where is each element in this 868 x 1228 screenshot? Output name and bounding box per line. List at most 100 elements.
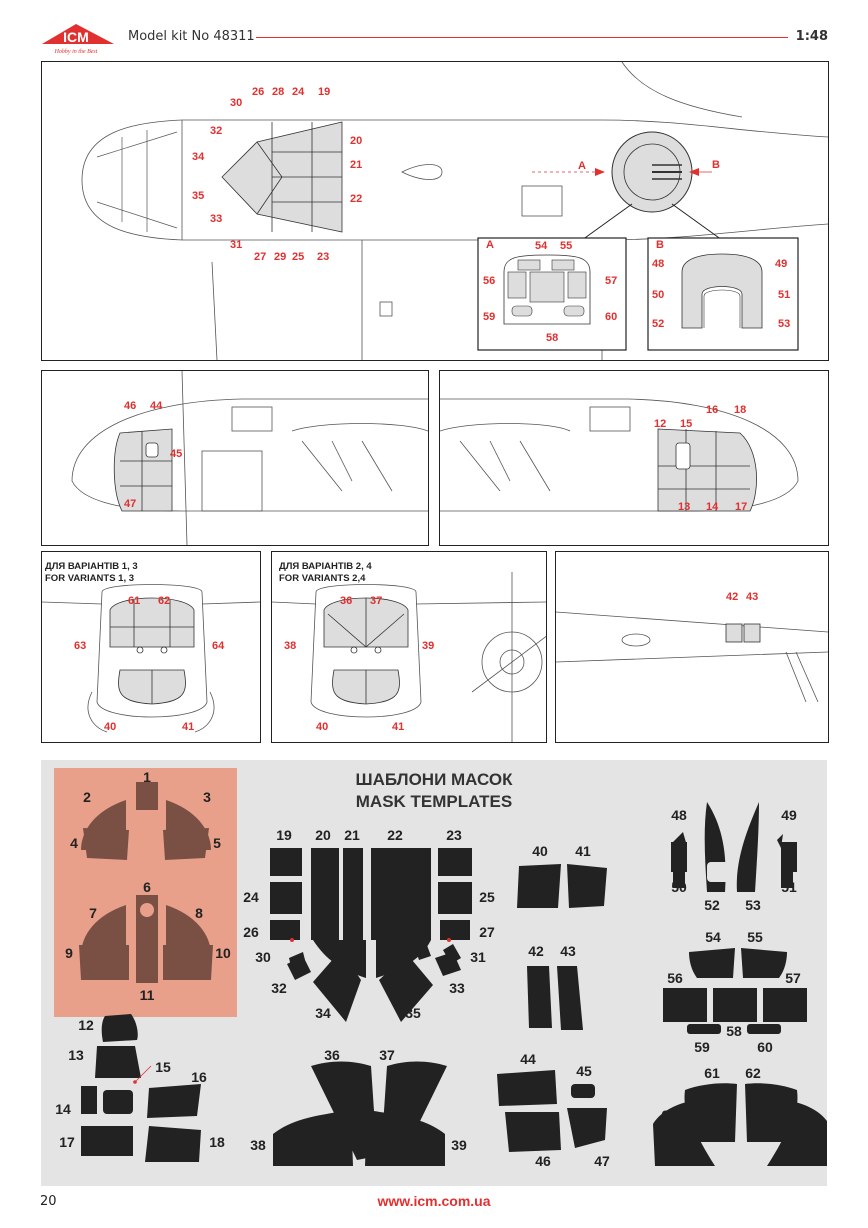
label-45: 45 [170, 448, 182, 460]
num-11: 11 [140, 987, 155, 1003]
label-50: 50 [652, 289, 664, 301]
num-36: 36 [324, 1047, 340, 1063]
label-40-v24: 40 [316, 721, 328, 733]
label-55: 55 [560, 240, 572, 252]
callout-19: 19 [318, 86, 330, 98]
label-39: 39 [422, 640, 434, 652]
mask-templates-section: ШАБЛОНИ МАСОК MASK TEMPLATES 1 2 3 4 5 6… [41, 760, 827, 1186]
caption-v13-ua: ДЛЯ ВАРІАНТІВ 1, 3 [45, 561, 138, 572]
num-23: 23 [446, 827, 462, 843]
label-41-v13: 41 [182, 721, 194, 733]
top-view-panel: A B 19 20 21 22 23 24 25 26 27 28 29 30 … [41, 61, 829, 361]
label-44: 44 [150, 400, 163, 412]
label-54: 54 [535, 240, 548, 252]
label-37: 37 [370, 595, 382, 607]
num-61: 61 [704, 1065, 720, 1081]
inset-b-title: B [656, 239, 664, 251]
label-59: 59 [483, 311, 495, 323]
callout-28: 28 [272, 86, 284, 98]
label-13: 13 [678, 501, 690, 513]
num-7: 7 [89, 905, 97, 921]
label-15: 15 [680, 418, 692, 430]
masks-36-39-numbers: 36 37 38 39 [250, 1047, 467, 1153]
masks-48-53-numbers: 48 49 50 51 52 53 [671, 807, 797, 913]
label-52: 52 [652, 318, 664, 330]
num-20: 20 [315, 827, 331, 843]
num-46: 46 [535, 1153, 551, 1169]
num-14: 14 [55, 1101, 71, 1117]
footer-url-link[interactable]: www.icm.com.ua [377, 1193, 491, 1209]
num-16: 16 [191, 1069, 207, 1085]
num-32: 32 [271, 980, 287, 996]
main-mask-numbers: 19 20 21 22 23 24 25 26 27 28 29 30 31 3… [243, 827, 495, 1021]
callout-34: 34 [192, 151, 205, 163]
num-62: 62 [745, 1065, 761, 1081]
num-10: 10 [215, 945, 231, 961]
num-60: 60 [757, 1039, 773, 1055]
mask-title-ua: ШАБЛОНИ МАСОК [355, 770, 513, 789]
num-45: 45 [576, 1063, 592, 1079]
callout-32: 32 [210, 125, 222, 137]
num-34: 34 [315, 1005, 331, 1021]
num-18: 18 [209, 1134, 225, 1150]
num-9: 9 [65, 945, 73, 961]
label-51: 51 [778, 289, 790, 301]
kit-number: Model kit No 48311 [128, 29, 255, 44]
label-18: 18 [734, 404, 746, 416]
label-40-v13: 40 [104, 721, 116, 733]
label-56: 56 [483, 275, 495, 287]
callout-31: 31 [230, 239, 242, 251]
num-47: 47 [594, 1153, 610, 1169]
num-22: 22 [387, 827, 403, 843]
num-31: 31 [470, 949, 486, 965]
callout-23: 23 [317, 251, 329, 263]
inset-a: A 54 55 56 57 58 59 60 [477, 237, 627, 351]
header-divider [256, 37, 788, 38]
num-55: 55 [747, 929, 763, 945]
page-header: ICM Hobby in the Best Model kit No 48311… [0, 0, 868, 60]
front-v24-panel: ДЛЯ ВАРІАНТІВ 2, 4 FOR VARIANTS 2,4 36 3… [271, 551, 547, 743]
arrow-b-label: B [712, 159, 720, 171]
masks-44-47-numbers: 44 45 46 47 [520, 1051, 610, 1169]
label-38: 38 [284, 640, 296, 652]
icm-logo: ICM Hobby in the Best [42, 24, 114, 55]
label-60: 60 [605, 311, 617, 323]
num-1: 1 [143, 769, 151, 785]
label-41-v24: 41 [392, 721, 404, 733]
num-37: 37 [379, 1047, 395, 1063]
arrow-a-label: A [578, 160, 586, 172]
caption-v24-ua: ДЛЯ ВАРІАНТІВ 2, 4 [279, 561, 372, 572]
num-42: 42 [528, 943, 544, 959]
caption-v13-en: FOR VARIANTS 1, 3 [45, 573, 135, 584]
num-57: 57 [785, 970, 801, 986]
num-53: 53 [745, 897, 761, 913]
num-49: 49 [781, 807, 797, 823]
side-rear-panel: 42 43 [555, 551, 829, 743]
num-33: 33 [449, 980, 465, 996]
label-36: 36 [340, 595, 352, 607]
label-53: 53 [778, 318, 790, 330]
label-62: 62 [158, 595, 170, 607]
num-25: 25 [479, 889, 495, 905]
num-63: 63 [661, 1107, 677, 1123]
label-43: 43 [746, 591, 758, 603]
callout-25: 25 [292, 251, 304, 263]
label-47: 47 [124, 498, 136, 510]
svg-text:ICM: ICM [63, 29, 89, 45]
callout-33: 33 [210, 213, 222, 225]
label-17: 17 [735, 501, 747, 513]
label-61: 61 [128, 595, 140, 607]
num-43: 43 [560, 943, 576, 959]
num-64: 64 [790, 1107, 806, 1123]
callout-29: 29 [274, 251, 286, 263]
num-44: 44 [520, 1051, 536, 1067]
num-29: 29 [373, 924, 389, 940]
num-13: 13 [68, 1047, 84, 1063]
num-12: 12 [78, 1017, 94, 1033]
num-5: 5 [213, 835, 221, 851]
num-54: 54 [705, 929, 721, 945]
num-39: 39 [451, 1137, 467, 1153]
num-15: 15 [155, 1059, 171, 1075]
num-27: 27 [479, 924, 495, 940]
num-8: 8 [195, 905, 203, 921]
